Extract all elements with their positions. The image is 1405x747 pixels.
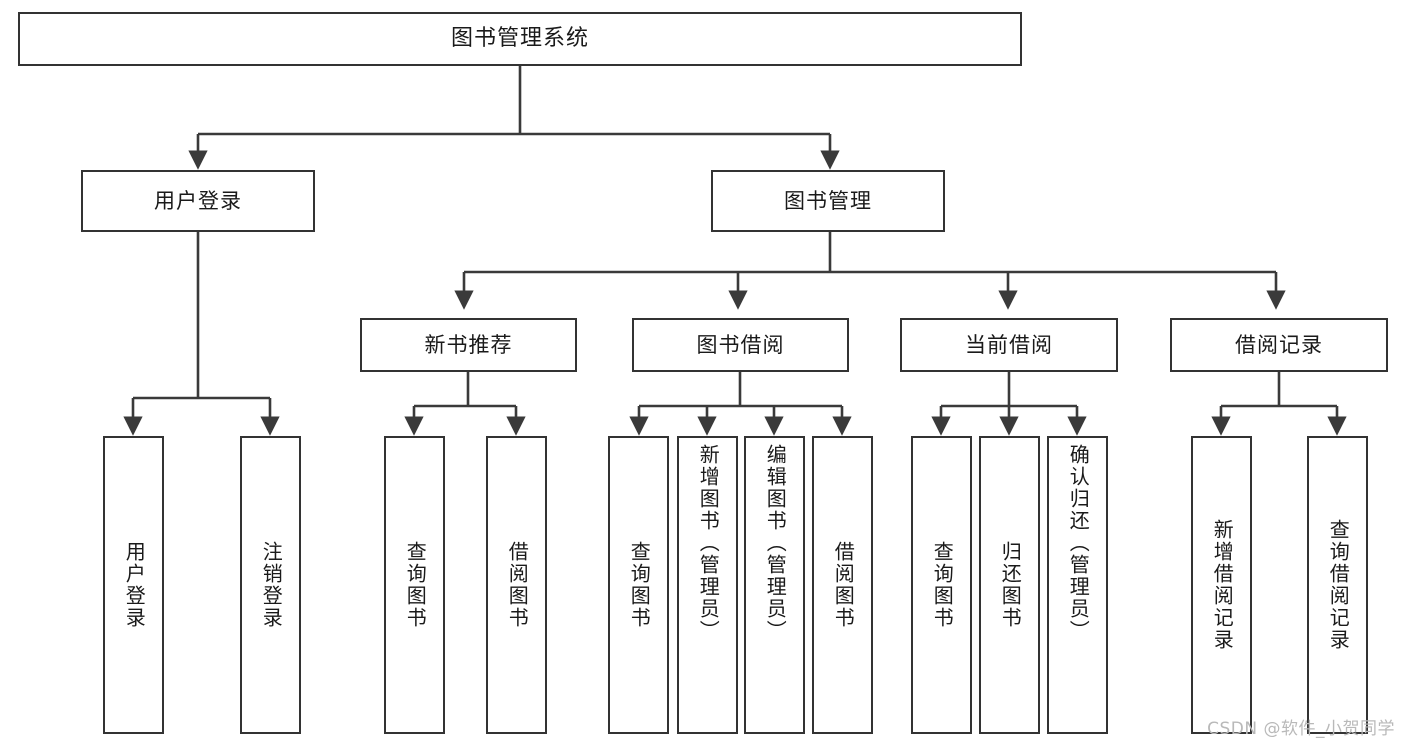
- leaf-return-book[interactable]: 归还图书: [979, 436, 1040, 734]
- node-book-manage-label: 图书管理: [784, 188, 872, 213]
- node-borrow-record[interactable]: 借阅记录: [1170, 318, 1388, 372]
- leaf-borrow-book-2[interactable]: 借阅图书: [812, 436, 873, 734]
- leaf-user-login[interactable]: 用户登录: [103, 436, 164, 734]
- node-book-borrow-label: 图书借阅: [696, 332, 785, 357]
- leaf-logout[interactable]: 注销登录: [240, 436, 301, 734]
- leaf-borrow-book-1-label: 借阅图书: [505, 541, 530, 629]
- leaf-confirm-return[interactable]: 确认归还（管理员）: [1047, 436, 1108, 734]
- node-book-manage[interactable]: 图书管理: [711, 170, 945, 232]
- leaf-confirm-return-label: 确认归还（管理员）: [1066, 444, 1091, 642]
- watermark: CSDN @软件_小贺同学: [1207, 719, 1395, 739]
- node-root[interactable]: 图书管理系统: [18, 12, 1022, 66]
- node-user-login[interactable]: 用户登录: [81, 170, 315, 232]
- leaf-query-record-label: 查询借阅记录: [1326, 519, 1351, 651]
- leaf-query-record[interactable]: 查询借阅记录: [1307, 436, 1368, 734]
- node-current-borrow-label: 当前借阅: [965, 332, 1053, 357]
- node-new-book-recommend-label: 新书推荐: [424, 332, 513, 357]
- leaf-user-login-label: 用户登录: [122, 541, 147, 629]
- leaf-add-book[interactable]: 新增图书（管理员）: [677, 436, 738, 734]
- leaf-query-book-2-label: 查询图书: [627, 541, 652, 629]
- leaf-query-book-2[interactable]: 查询图书: [608, 436, 669, 734]
- leaf-borrow-book-2-label: 借阅图书: [831, 541, 856, 629]
- node-book-borrow[interactable]: 图书借阅: [632, 318, 849, 372]
- leaf-borrow-book-1[interactable]: 借阅图书: [486, 436, 547, 734]
- node-user-login-label: 用户登录: [154, 188, 242, 213]
- node-root-label: 图书管理系统: [450, 26, 589, 52]
- leaf-query-book-3[interactable]: 查询图书: [911, 436, 972, 734]
- leaf-query-book-1-label: 查询图书: [403, 541, 428, 629]
- node-borrow-record-label: 借阅记录: [1235, 332, 1323, 357]
- leaf-edit-book[interactable]: 编辑图书（管理员）: [744, 436, 805, 734]
- leaf-logout-label: 注销登录: [259, 541, 284, 629]
- leaf-add-book-label: 新增图书（管理员）: [696, 444, 721, 642]
- leaf-query-book-3-label: 查询图书: [930, 541, 955, 629]
- node-current-borrow[interactable]: 当前借阅: [900, 318, 1118, 372]
- node-new-book-recommend[interactable]: 新书推荐: [360, 318, 577, 372]
- leaf-edit-book-label: 编辑图书（管理员）: [763, 444, 788, 642]
- leaf-add-record[interactable]: 新增借阅记录: [1191, 436, 1252, 734]
- leaf-return-book-label: 归还图书: [998, 541, 1023, 629]
- leaf-query-book-1[interactable]: 查询图书: [384, 436, 445, 734]
- leaf-add-record-label: 新增借阅记录: [1210, 519, 1235, 651]
